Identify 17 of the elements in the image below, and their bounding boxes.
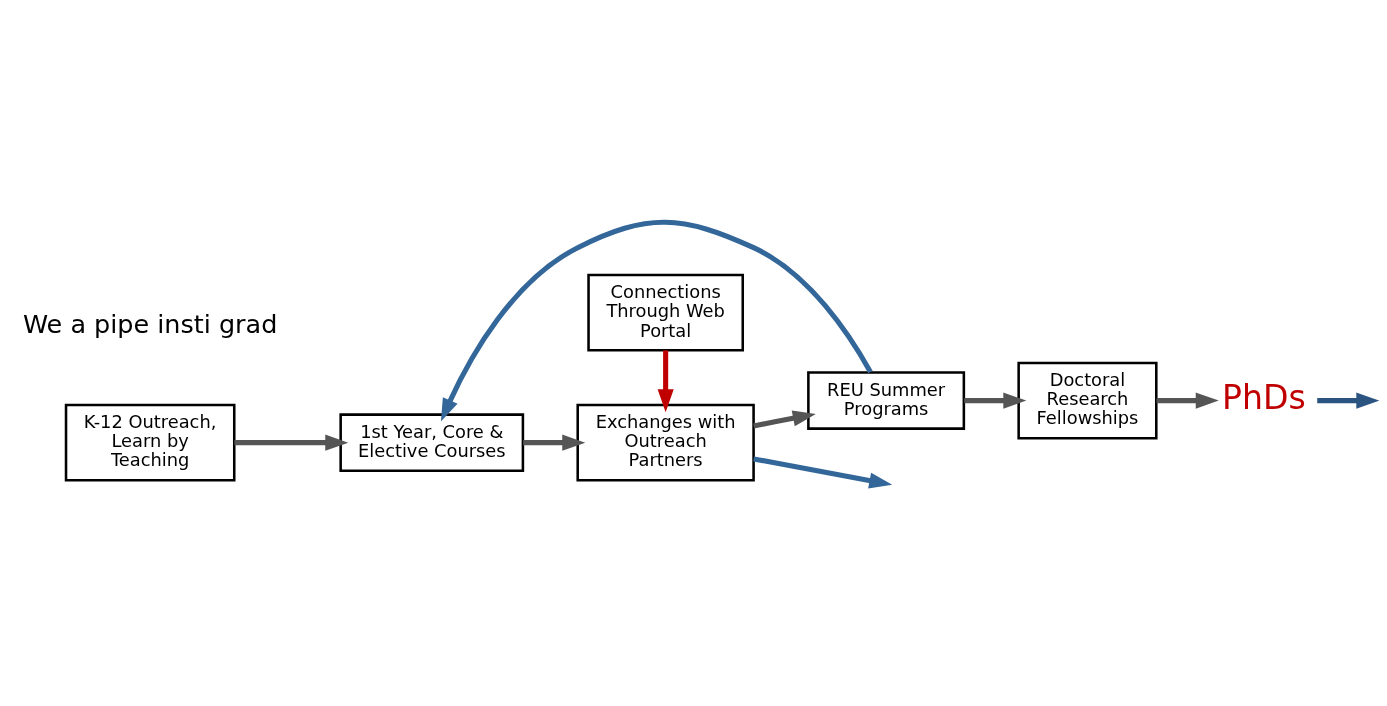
arrow <box>234 434 349 451</box>
arrow <box>753 410 816 429</box>
arrow <box>964 392 1027 409</box>
node-box: 1st Year, Core & Elective Courses <box>339 413 525 472</box>
node-box: K-12 Outreach, Learn by Teaching <box>64 403 236 482</box>
arrow <box>523 434 586 451</box>
node-box: Connections Through Web Portal <box>587 273 744 352</box>
arrow <box>753 456 893 489</box>
arrow <box>440 219 873 422</box>
node-box: Exchanges with Outreach Partners <box>576 403 755 482</box>
arrow <box>1156 392 1219 409</box>
node-box: REU Summer Programs <box>807 371 966 430</box>
arrow <box>657 350 674 413</box>
node-box: Doctoral Research Fellowships <box>1017 361 1158 440</box>
node-text: PhDs <box>1222 377 1306 417</box>
label: We a pipe insti grad <box>22 309 278 340</box>
arrow <box>1317 392 1379 409</box>
